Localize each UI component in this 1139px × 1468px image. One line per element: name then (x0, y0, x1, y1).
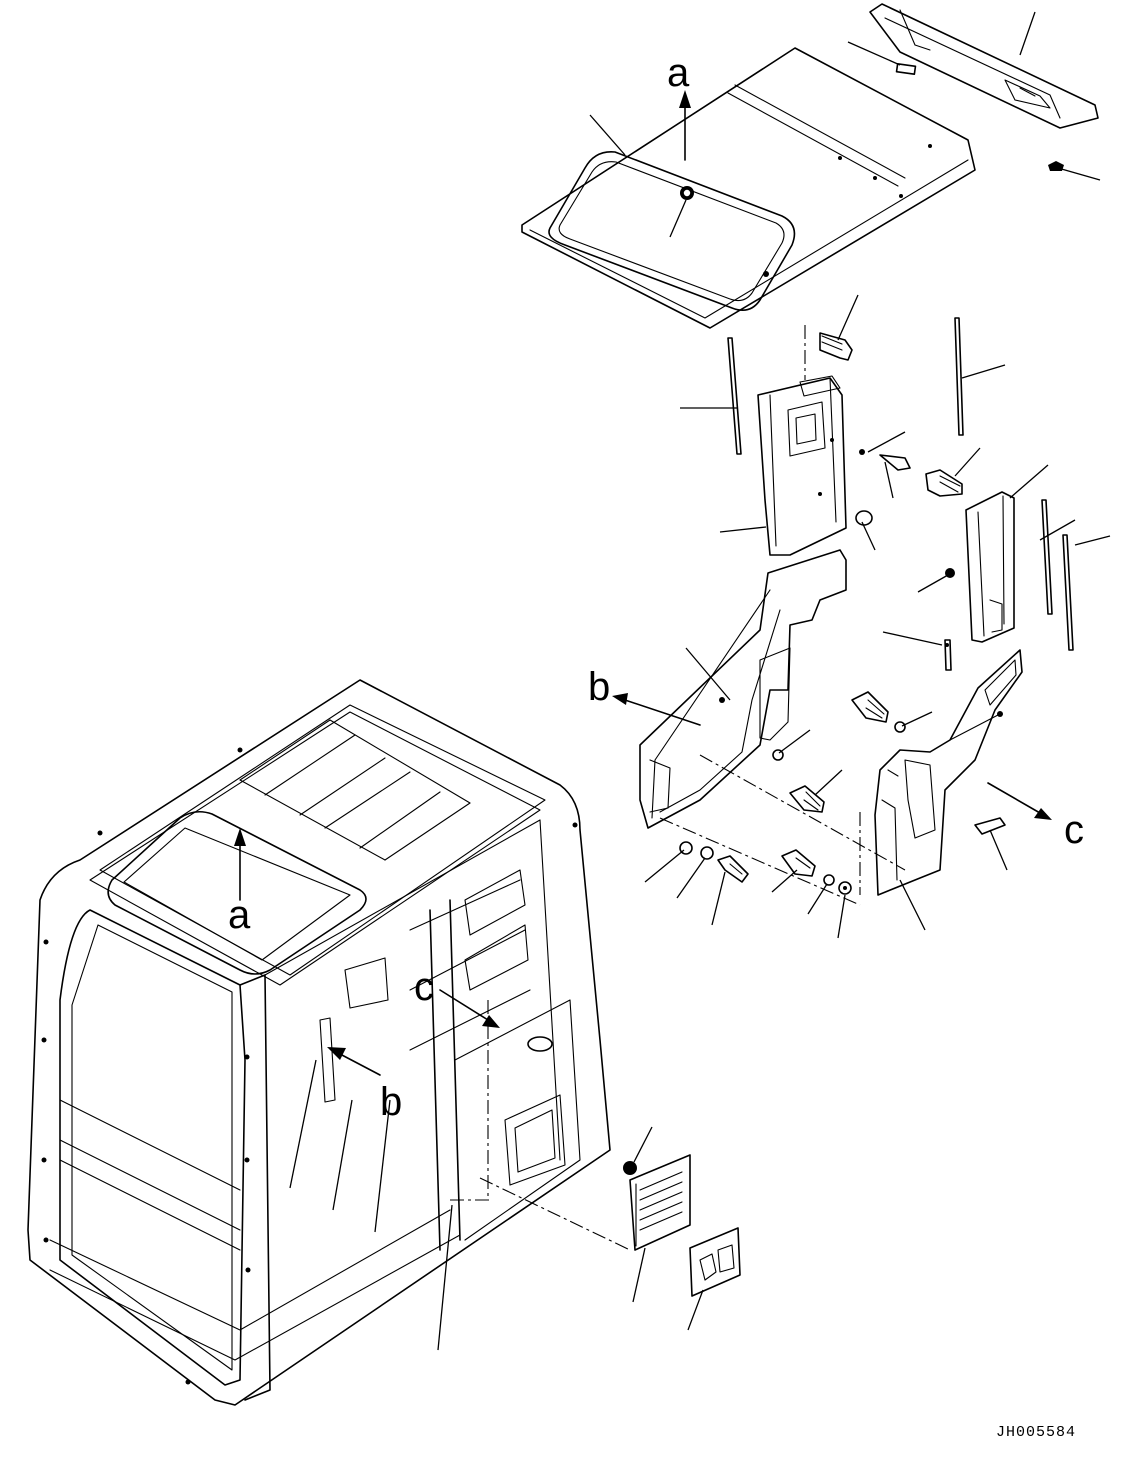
leader-lines (289, 11, 1111, 1351)
view-label-b-cab: b (380, 1080, 402, 1124)
bolt-icon (819, 332, 853, 361)
clip-icon (974, 817, 1006, 835)
washer-icon (700, 846, 714, 860)
weather-strip-left (727, 337, 742, 455)
washer-icon (823, 874, 835, 886)
fan-icon (623, 1161, 637, 1175)
nut-icon (838, 881, 852, 895)
drawing-code: JH005584 (996, 1424, 1076, 1441)
rear-trim-panel-left (639, 549, 847, 829)
front-pillar-cover-right (965, 491, 1015, 643)
decal-plate (689, 1227, 741, 1297)
view-arrows (234, 90, 1052, 1076)
strips-right-pair (1041, 499, 1074, 651)
pin-icon (944, 639, 952, 671)
view-label-a-cab: a (228, 893, 251, 937)
weather-strip-right (954, 317, 964, 436)
bolt-icon (789, 785, 825, 813)
rivet-icon (855, 510, 873, 526)
front-upper-trim (869, 3, 1099, 171)
bolt-icon (925, 469, 963, 497)
cab-frame (27, 679, 611, 1406)
view-label-b-panel: b (588, 665, 610, 709)
view-label-a-top: a (667, 51, 690, 95)
bolt-icon (851, 691, 889, 723)
view-label-c-cab: c (414, 965, 434, 1009)
bolt-icon (781, 849, 816, 877)
screw-icon (717, 855, 749, 883)
front-pillar-cover-left (757, 375, 847, 556)
view-label-c-panel: c (1064, 808, 1084, 852)
push-clip-icon (859, 449, 911, 471)
roof-headliner (521, 47, 976, 329)
washer-icon (894, 721, 906, 733)
vent-grille (629, 1154, 691, 1251)
rear-trim-panel-right (874, 649, 1023, 896)
alignment-lines (450, 325, 906, 1251)
